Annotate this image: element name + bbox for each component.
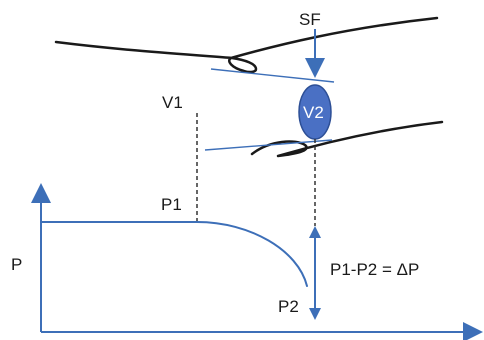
upper-tangent-line — [210, 68, 335, 83]
pressure-drop-label: P1-P2 = ΔP — [330, 260, 419, 279]
p2-label: P2 — [278, 297, 299, 316]
v1-label: V1 — [162, 93, 183, 112]
lower-leaflet-outline — [250, 120, 444, 158]
pressure-drop-arrow-top-head — [309, 226, 321, 238]
lower-tangent-line — [204, 139, 333, 151]
upper-leaflet-outline — [54, 16, 439, 74]
p-axis-label: P — [11, 255, 22, 274]
pressure-drop-arrow-bottom-head — [309, 308, 321, 320]
v2-label: V2 — [303, 103, 324, 122]
pressure-curve — [40, 221, 308, 287]
sf-label: SF — [299, 10, 321, 29]
p1-label: P1 — [161, 195, 182, 214]
